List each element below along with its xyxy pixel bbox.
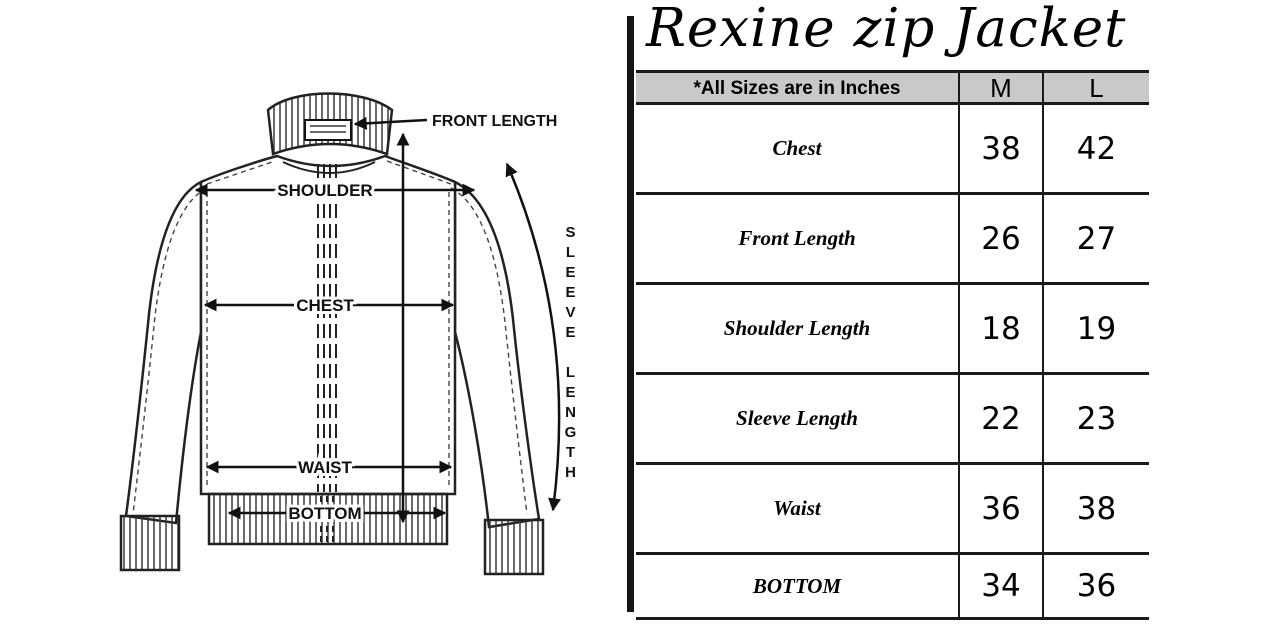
value-m: 26 xyxy=(958,195,1042,282)
measurement-label: Shoulder Length xyxy=(723,316,871,340)
table-header-row: *All Sizes are in Inches M L xyxy=(636,73,1149,105)
front-length-label: FRONT LENGTH xyxy=(432,113,557,130)
zipper-lines xyxy=(317,164,337,543)
measurement-label: BOTTOM xyxy=(752,573,842,598)
value-m: 36 xyxy=(958,465,1042,552)
size-table: *All Sizes are in Inches M L Chest 38 42… xyxy=(636,70,1149,620)
value-l: 27 xyxy=(1042,195,1149,282)
jacket-illustration: SHOULDER CHEST WAIST BOTTOM FRONT LENGTH xyxy=(119,92,561,576)
collar-tag xyxy=(304,119,352,141)
bottom-label: BOTTOM xyxy=(288,504,361,523)
table-row: BOTTOM 34 36 xyxy=(636,555,1149,620)
measurement-label: Front Length xyxy=(738,226,856,250)
page-title: Rexine zip Jacket xyxy=(646,0,1127,59)
value-m: 34 xyxy=(958,555,1042,617)
chest-label: CHEST xyxy=(296,296,354,315)
measurement-label: Waist xyxy=(773,496,821,520)
measurement-arrows xyxy=(194,116,561,524)
value-l: 23 xyxy=(1042,375,1149,462)
value-m: 38 xyxy=(958,105,1042,192)
column-header-m: M xyxy=(958,73,1042,104)
table-row: Sleeve Length 22 23 xyxy=(636,375,1149,465)
jacket-body xyxy=(199,154,457,496)
shoulder-label: SHOULDER xyxy=(277,181,372,200)
value-m: 18 xyxy=(958,285,1042,372)
value-l: 42 xyxy=(1042,105,1149,192)
measurement-label: Chest xyxy=(772,136,822,160)
table-row: Front Length 26 27 xyxy=(636,195,1149,285)
sleeve-length-label: SLEEVE LENGTH xyxy=(562,224,579,484)
value-m: 22 xyxy=(958,375,1042,462)
table-row: Chest 38 42 xyxy=(636,105,1149,195)
value-l: 19 xyxy=(1042,285,1149,372)
value-l: 36 xyxy=(1042,555,1149,617)
value-l: 38 xyxy=(1042,465,1149,552)
column-header-l: L xyxy=(1042,73,1149,104)
table-row: Shoulder Length 18 19 xyxy=(636,285,1149,375)
table-header-note: *All Sizes are in Inches xyxy=(693,77,901,99)
jacket-collar xyxy=(266,92,394,174)
table-row: Waist 36 38 xyxy=(636,465,1149,555)
vertical-divider xyxy=(627,16,634,612)
waist-label: WAIST xyxy=(298,458,352,477)
measurement-label: Sleeve Length xyxy=(736,406,858,430)
